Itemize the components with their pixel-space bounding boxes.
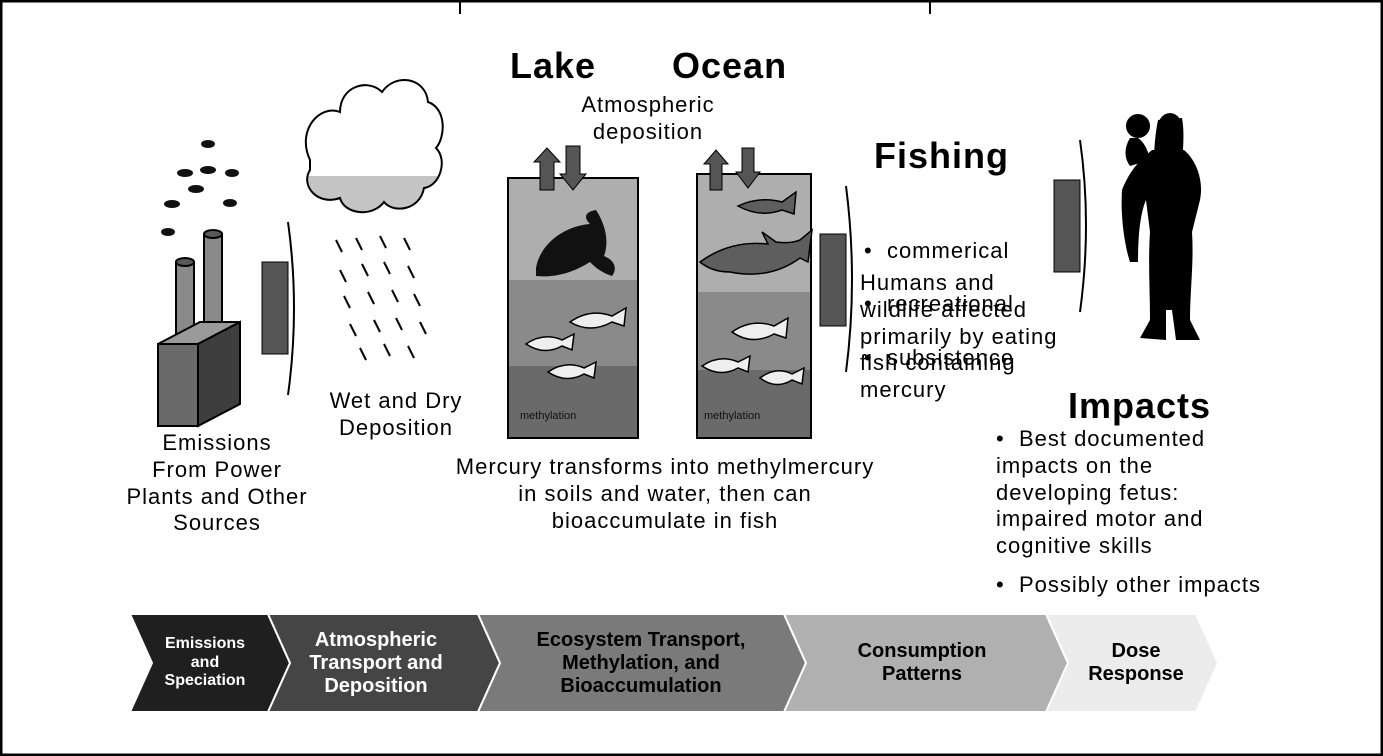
mercury-transform-label: Mercury transforms into methylmercury in…	[418, 454, 912, 534]
fishing-type-item: commerical	[864, 238, 1014, 265]
arrow-connector-icon	[262, 222, 294, 395]
impacts-other-text: Possibly other impacts	[1019, 572, 1261, 597]
person-holding-baby-icon	[1122, 113, 1201, 340]
lake-label: Lake	[510, 44, 596, 88]
ocean-tank-icon	[697, 148, 812, 438]
impacts-other-item: • Possibly other impacts	[996, 572, 1261, 599]
arrow-connector-icon	[1054, 140, 1086, 312]
lake-methylation-label: methylation	[520, 410, 576, 423]
bullet-icon: •	[996, 426, 1019, 451]
arrow-connector-icon	[820, 186, 852, 372]
impacts-description: • Best documented impacts on the develop…	[996, 426, 1205, 560]
chevron-label-consumption: Consumption Patterns	[804, 616, 1040, 710]
ocean-label: Ocean	[672, 44, 787, 88]
power-plant-icon	[158, 230, 240, 426]
emissions-label: Emissions From Power Plants and Other So…	[112, 430, 322, 537]
chevron-label-ecosystem: Ecosystem Transport, Methylation, and Bi…	[498, 616, 784, 710]
cloud-icon	[290, 70, 460, 236]
chevron-label-dose: Dose Response	[1060, 616, 1212, 710]
fishing-heading: Fishing	[874, 134, 1009, 178]
rain-icon	[336, 236, 426, 360]
bullet-icon: •	[996, 572, 1019, 597]
chevron-label-emissions: Emissions and Speciation	[142, 616, 268, 710]
atmospheric-deposition-label: Atmospheric deposition	[548, 92, 748, 146]
emission-particles-icon	[161, 140, 239, 236]
ocean-methylation-label: methylation	[704, 410, 760, 423]
impacts-best-documented: Best documented impacts on the developin…	[996, 426, 1205, 558]
impacts-heading: Impacts	[1068, 384, 1211, 428]
humans-affected-text: Humans and wildlife affected primarily b…	[860, 270, 1058, 404]
chevron-label-atmospheric: Atmospheric Transport and Deposition	[278, 616, 474, 710]
wet-dry-deposition-label: Wet and Dry Deposition	[306, 388, 486, 442]
lake-tank-icon	[508, 146, 638, 438]
